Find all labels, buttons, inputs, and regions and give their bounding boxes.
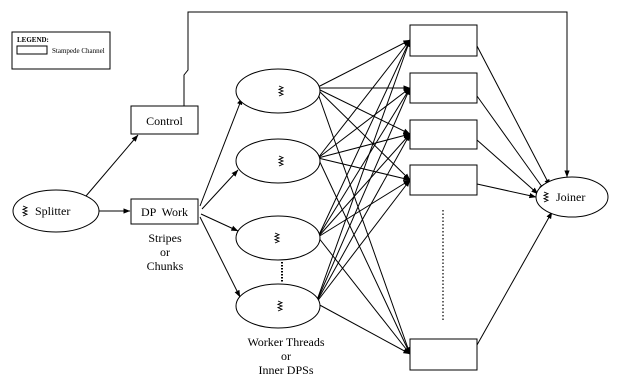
stripes-note: Stripes or Chunks (147, 231, 184, 273)
channel-to-joiner-edge (476, 183, 537, 199)
workers-note-line: or (281, 349, 291, 363)
worker-to-channel-edge (317, 236, 411, 355)
control-label: Control (146, 114, 183, 128)
channel-box (409, 164, 478, 196)
splitter-to-control-edge (85, 134, 139, 197)
worker-to-channel-edge (315, 39, 411, 304)
worker-to-channel-edge (315, 87, 411, 304)
worker-to-channel-edge (317, 87, 411, 238)
channel-box (409, 72, 478, 104)
legend-channel-label: Stampede Channel (52, 47, 105, 55)
worker-to-channel-edge (315, 133, 411, 304)
stripes-note-line: Stripes (148, 231, 182, 245)
worker-nodes (235, 68, 321, 329)
channel-box (409, 24, 478, 57)
worker-to-channel-edge (315, 179, 411, 304)
worker-to-channel-edge (315, 87, 411, 135)
stripes-note-line: or (160, 245, 170, 259)
channel-to-joiner-edge (476, 139, 539, 195)
joiner-label: Joiner (556, 190, 585, 204)
legend-title: LEGEND: (17, 36, 49, 44)
worker-to-channel-edge (317, 87, 411, 159)
channel-to-joiner-edge (476, 211, 553, 346)
stripes-note-line: Chunks (147, 259, 184, 273)
worker-to-channel-edge (317, 39, 411, 238)
dp-work-to-worker-edge (200, 213, 239, 232)
worker-node (235, 215, 321, 261)
worker-to-channel-edge (317, 179, 411, 238)
dp-work-node: DP Work (130, 198, 199, 225)
splitter-label: Splitter (35, 204, 70, 218)
workers-note-line: Inner DPSs (258, 363, 313, 377)
worker-to-channel-edge (317, 157, 411, 355)
channel-nodes (409, 24, 478, 371)
legend-channel-swatch (16, 45, 48, 55)
control-to-joiner-channel (183, 11, 570, 178)
dp-work-to-worker-edge (199, 97, 243, 207)
legend: LEGEND: Stampede Channel (11, 31, 111, 70)
control-node: Control (130, 105, 199, 135)
workers-note-line: Worker Threads (247, 335, 324, 349)
joiner-node: Joiner (535, 176, 609, 218)
worker-to-channel-edge (317, 133, 411, 238)
dp-work-to-worker-edge (199, 216, 241, 298)
channel-box (409, 338, 478, 371)
channel-to-joiner-edge (476, 45, 551, 187)
channel-to-joiner-edge (476, 95, 546, 192)
workers-note: Worker Threads or Inner DPSs (247, 335, 324, 377)
worker-to-channel-edge (315, 302, 411, 355)
worker-node (235, 283, 321, 329)
dp-work-label: DP Work (141, 205, 188, 219)
dp-work-to-worker-edge (201, 169, 239, 210)
channel-box (409, 119, 478, 150)
worker-node (235, 68, 321, 114)
edges (85, 39, 553, 355)
worker-to-channel-edge (317, 39, 411, 159)
worker-to-channel-edge (315, 87, 411, 355)
worker-to-channel-edge (315, 87, 411, 181)
worker-to-channel-edge (317, 133, 411, 159)
legend-frame (11, 31, 111, 70)
worker-to-channel-edge (315, 39, 411, 89)
worker-node (235, 138, 321, 184)
splitter-node: Splitter (12, 189, 100, 233)
